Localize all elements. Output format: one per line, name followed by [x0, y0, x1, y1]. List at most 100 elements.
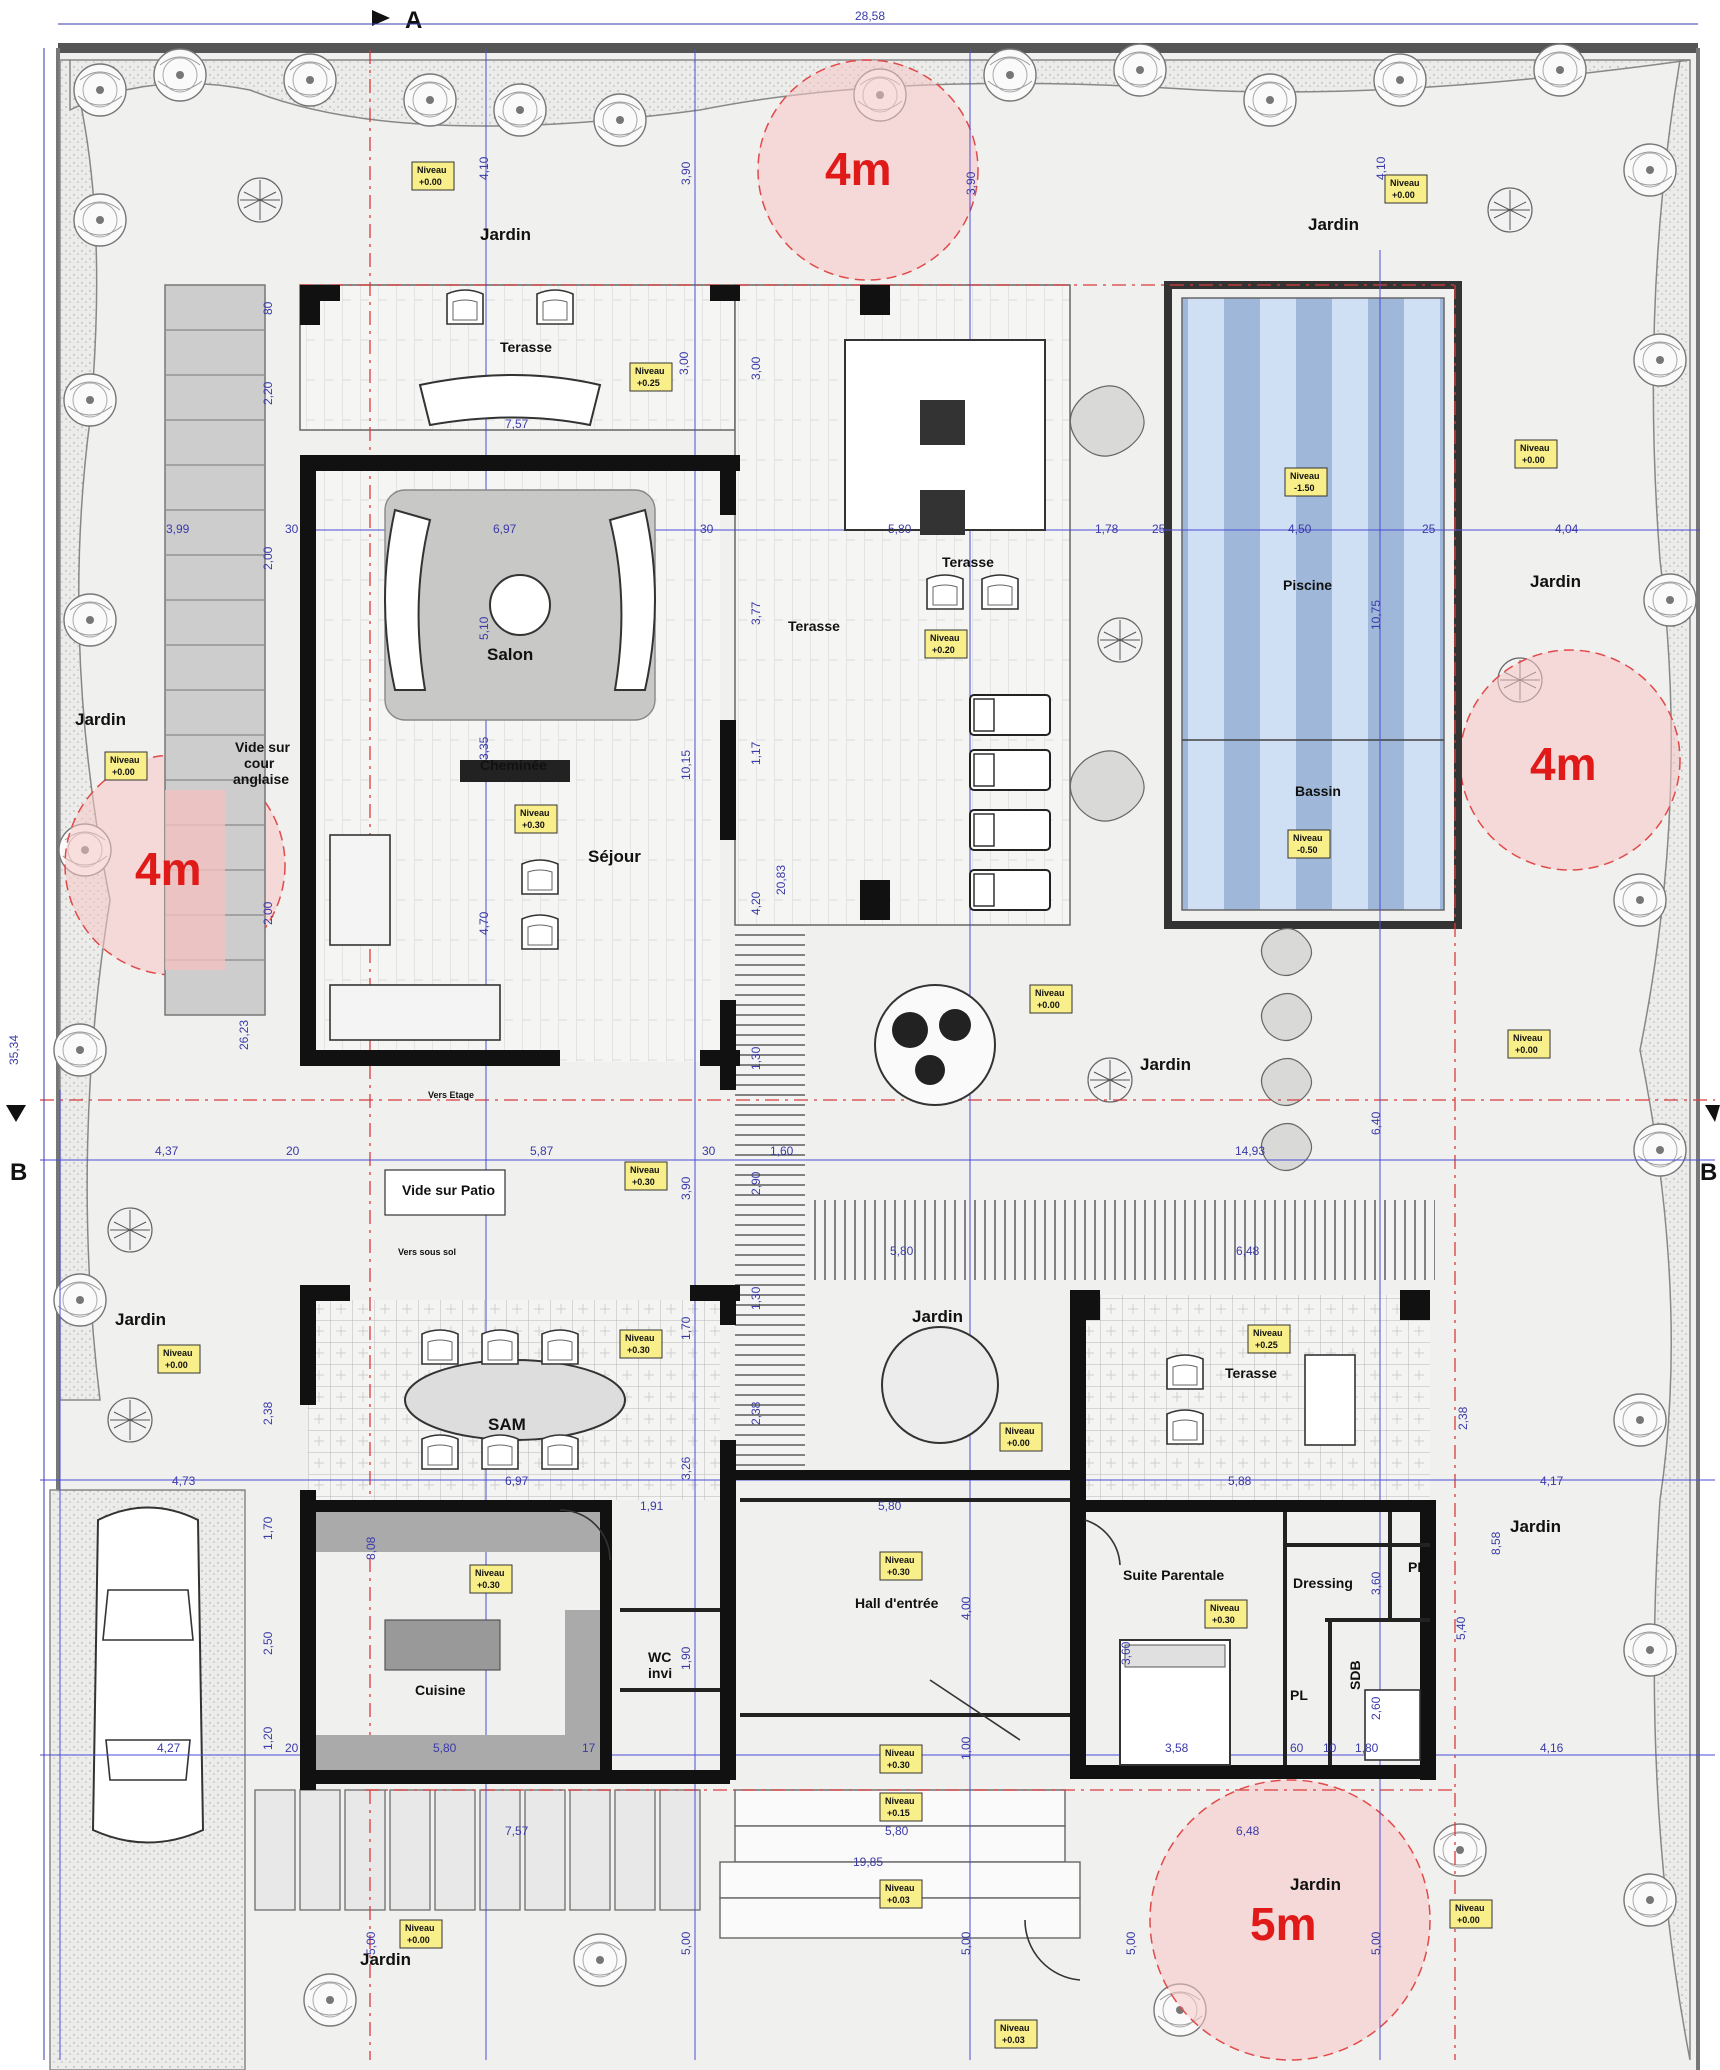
pool-water	[1181, 297, 1445, 911]
partitions	[620, 1498, 1430, 1765]
level-tag: Niveau+0.00	[1029, 984, 1073, 1014]
level-tag: Niveau +0.25	[629, 362, 673, 392]
tree-icon	[1623, 1623, 1677, 1677]
label-terasse: Terasse	[942, 554, 994, 570]
label-piscine: Piscine	[1283, 577, 1332, 593]
dim-label: 2,00	[261, 546, 275, 570]
svg-text:+0.00: +0.00	[112, 767, 135, 777]
shrub-icon	[1097, 617, 1143, 663]
svg-text:+0.30: +0.30	[632, 1177, 655, 1187]
dim-label: 4,04	[1555, 522, 1579, 536]
lounge-sofa	[1304, 1354, 1356, 1446]
svg-text:Niveau: Niveau	[405, 1923, 435, 1933]
dim-label: 20,83	[774, 865, 788, 895]
label-sejour: Séjour	[588, 847, 641, 866]
label-vers-sous-sol: Vers sous sol	[398, 1247, 456, 1257]
dim-label: 5,00	[1124, 1931, 1138, 1955]
tree-icon	[1633, 1123, 1687, 1177]
pool-coping	[1164, 281, 1462, 929]
level-tag: Niveau-0.50	[1287, 829, 1331, 859]
dim-label: 30	[285, 522, 299, 536]
armchair-icon	[1166, 1409, 1204, 1445]
kitchen-worktop	[316, 1735, 600, 1770]
label-jardin: Jardin	[912, 1307, 963, 1326]
dim-label: 4,27	[157, 1741, 181, 1755]
clearance-labels: 4m 4m 4m 5m	[135, 143, 1596, 1950]
label-terasse: Terasse	[1225, 1365, 1277, 1381]
label-vide-patio: Vide sur Patio	[402, 1182, 495, 1198]
label-dressing: Dressing	[1293, 1575, 1353, 1591]
dim-label: 20	[285, 1741, 299, 1755]
sun-lounger-icon	[969, 694, 1051, 736]
dim-label: 7,57	[505, 417, 529, 431]
clearance-circle-south	[1149, 1779, 1431, 2061]
level-tag: Niveau+0.00	[399, 1919, 443, 1949]
svg-text:Niveau: Niveau	[1390, 178, 1420, 188]
dim-label: 2,20	[261, 381, 275, 405]
dim-label: 4,16	[1540, 1741, 1564, 1755]
dim-label: 10,15	[679, 750, 693, 780]
section-label-b: B	[1700, 1159, 1717, 1186]
radius-label: 4m	[825, 143, 891, 195]
svg-text:Niveau: Niveau	[475, 1568, 505, 1578]
svg-text:Niveau: Niveau	[635, 366, 665, 376]
section-label-a: A	[405, 7, 422, 34]
dim-label: 3,60	[1369, 1571, 1383, 1595]
label-sdb: SDB	[1347, 1660, 1363, 1690]
kitchen-side-unit	[565, 1610, 600, 1735]
radius-label: 4m	[135, 843, 201, 895]
dim-label: 1,60	[770, 1144, 794, 1158]
svg-text:Niveau: Niveau	[1210, 1603, 1240, 1613]
dim-label: 5,88	[1228, 1474, 1252, 1488]
dining-chair-icon	[421, 1329, 459, 1365]
room-labels: Jardin Jardin Jardin Jardin Jardin Jardi…	[75, 215, 1581, 1969]
svg-text:Niveau: Niveau	[885, 1883, 915, 1893]
dim-label: 20	[286, 1144, 300, 1158]
svg-text:Niveau: Niveau	[163, 1348, 193, 1358]
level-tag: Niveau+0.30	[514, 804, 558, 834]
tree-icon	[1633, 333, 1687, 387]
tree-icon	[1433, 1823, 1487, 1877]
label-cuisine: Cuisine	[415, 1682, 466, 1698]
dim-label: 5,87	[530, 1144, 554, 1158]
level-tag: Niveau+0.30	[879, 1551, 923, 1581]
dim-label: 1,70	[679, 1316, 693, 1340]
dining-chair-icon	[541, 1329, 579, 1365]
level-tag: Niveau+0.00	[1514, 439, 1558, 469]
level-tag: Niveau+0.30	[619, 1329, 663, 1359]
dim-label: 5,40	[1454, 1616, 1468, 1640]
label-vide-cour: cour	[244, 755, 275, 771]
dim-label: 5,10	[477, 616, 491, 640]
dim-label: 6,48	[1236, 1244, 1260, 1258]
dim-label: 8,08	[364, 1536, 378, 1560]
dim-label: 2,38	[1456, 1406, 1470, 1430]
dim-label: 4,50	[1288, 522, 1312, 536]
tree-icon	[303, 1973, 357, 2027]
label-bassin: Bassin	[1295, 783, 1341, 799]
level-tag: Niveau+0.25	[1247, 1324, 1291, 1354]
dim-label: 1,90	[679, 1646, 693, 1670]
svg-text:Niveau: Niveau	[625, 1333, 655, 1343]
svg-text:+0.25: +0.25	[637, 378, 660, 388]
dim-label: 2,00	[261, 901, 275, 925]
section-marker-a: A	[372, 7, 422, 34]
label-vide-cour: anglaise	[233, 771, 289, 787]
level-tag: Niveau+0.00	[157, 1344, 201, 1374]
label-jardin: Jardin	[1308, 215, 1359, 234]
dim-label: 5,00	[959, 1931, 973, 1955]
dim-label: 3,90	[679, 1176, 693, 1200]
tree-icon	[1613, 1393, 1667, 1447]
dim-label: 3,58	[1165, 1741, 1189, 1755]
shrub-icon	[107, 1207, 153, 1253]
dim-label: 1,00	[959, 1736, 973, 1760]
svg-text:-0.50: -0.50	[1297, 845, 1318, 855]
dim-label: 4,10	[477, 156, 491, 180]
label-wc: WC	[648, 1649, 671, 1665]
label-pl: PL	[1290, 1687, 1308, 1703]
overall-height: 35,34	[7, 1035, 21, 1065]
door-swings	[559, 1509, 1121, 1981]
armchair-icon	[521, 859, 559, 895]
bottom-sofa	[329, 984, 501, 1041]
svg-text:Niveau: Niveau	[1035, 988, 1065, 998]
dim-label: 1,30	[749, 1286, 763, 1310]
